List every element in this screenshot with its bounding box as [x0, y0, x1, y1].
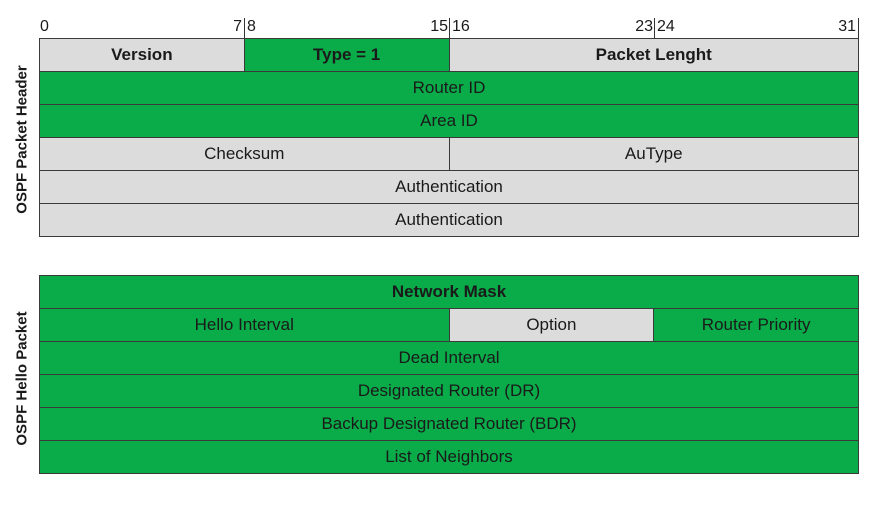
version-field: Version: [39, 38, 245, 72]
ospf-header-table: Version Type = 1 Packet Lenght Router ID…: [39, 38, 859, 237]
hello-row-2: Hello Interval Option Router Priority: [39, 308, 859, 342]
bit-0-label: 0: [40, 18, 49, 35]
bit-16-label: 16: [452, 18, 470, 35]
hello-row-1: Network Mask: [39, 275, 859, 309]
bit-31-edge: [858, 18, 859, 38]
ospf-hello-side-label: OSPF Hello Packet: [13, 311, 31, 446]
header-row-5: Authentication: [39, 170, 859, 204]
dead-interval-field: Dead Interval: [39, 341, 859, 375]
bit-23-label: 23: [635, 18, 653, 35]
hello-row-5: Backup Designated Router (BDR): [39, 407, 859, 441]
ospf-header-side-label: OSPF Packet Header: [13, 65, 31, 214]
designated-router-field: Designated Router (DR): [39, 374, 859, 408]
header-row-3: Area ID: [39, 104, 859, 138]
type-field: Type = 1: [243, 38, 450, 72]
authentication-field-1: Authentication: [39, 170, 859, 204]
bit-15-16-divider: [449, 18, 450, 38]
bit-24-label: 24: [657, 18, 675, 35]
authentication-field-2: Authentication: [39, 203, 859, 237]
bit-31-label: 31: [838, 18, 856, 35]
header-row-2: Router ID: [39, 71, 859, 105]
bit-7-label: 7: [233, 18, 242, 35]
bit-8-label: 8: [247, 18, 256, 35]
bit-7-8-divider: [244, 18, 245, 38]
header-row-4: Checksum AuType: [39, 137, 859, 171]
bit-scale: 0 7 8 15 16 23 24 31: [38, 8, 859, 38]
checksum-field: Checksum: [39, 137, 450, 171]
router-id-field: Router ID: [39, 71, 859, 105]
router-priority-field: Router Priority: [653, 308, 859, 342]
header-row-1: Version Type = 1 Packet Lenght: [39, 38, 859, 72]
header-row-6: Authentication: [39, 203, 859, 237]
autype-field: AuType: [448, 137, 859, 171]
area-id-field: Area ID: [39, 104, 859, 138]
bit-23-24-divider: [654, 18, 655, 38]
ospf-hello-table: Network Mask Hello Interval Option Route…: [39, 275, 859, 474]
network-mask-field: Network Mask: [39, 275, 859, 309]
bit-15-label: 15: [430, 18, 448, 35]
packet-length-field: Packet Lenght: [448, 38, 859, 72]
list-of-neighbors-field: List of Neighbors: [39, 440, 859, 474]
backup-designated-router-field: Backup Designated Router (BDR): [39, 407, 859, 441]
hello-row-4: Designated Router (DR): [39, 374, 859, 408]
option-field: Option: [448, 308, 655, 342]
hello-interval-field: Hello Interval: [39, 308, 450, 342]
hello-row-6: List of Neighbors: [39, 440, 859, 474]
hello-row-3: Dead Interval: [39, 341, 859, 375]
